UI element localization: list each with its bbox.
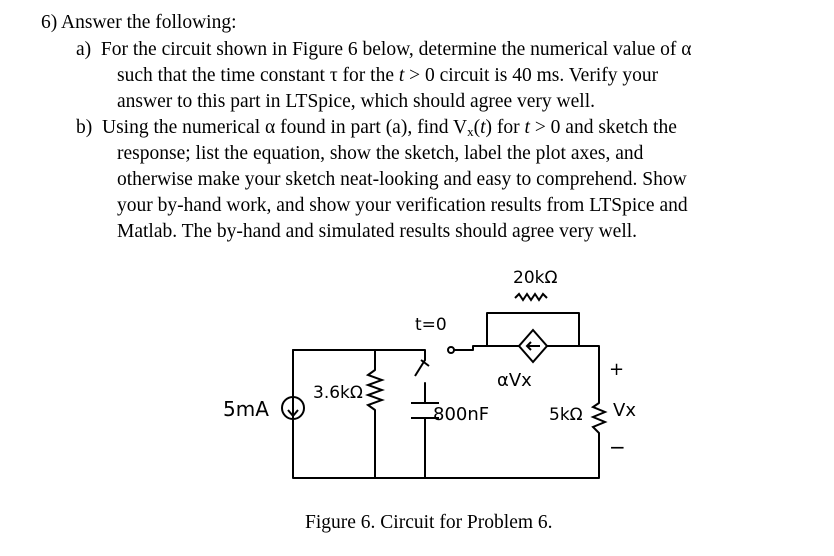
switch <box>414 346 455 377</box>
resistor-r1 <box>365 369 385 411</box>
part-a-line-2-post: > 0 circuit is 40 ms. Verify your <box>404 65 659 86</box>
wire-dep-top <box>486 312 580 347</box>
part-b-line-1-t1: t <box>480 117 486 138</box>
part-a-line-2-pre: such that the time constant τ for the <box>117 65 399 86</box>
part-b-line-3: otherwise make your sketch neat-looking … <box>117 169 687 190</box>
part-b-line-1: b) Using the numerical α found in part (… <box>76 118 677 138</box>
label-plus: + <box>609 359 624 380</box>
resistor-r-top <box>514 292 548 302</box>
current-source <box>281 396 305 420</box>
label-r1: 3.6kΩ <box>313 383 363 403</box>
part-a-line-1: a) For the circuit shown in Figure 6 bel… <box>76 40 691 60</box>
label-r-out: 5kΩ <box>549 405 583 425</box>
label-dep-source: αVx <box>497 370 532 391</box>
wire-switch-out <box>454 345 600 404</box>
part-b-line-1-post: > 0 and sketch the <box>529 117 677 138</box>
part-b-line-1-t2: t <box>524 117 530 138</box>
label-vx: Vx <box>613 400 636 421</box>
part-a-line-1-text: For the circuit shown in Figure 6 below,… <box>100 39 692 60</box>
part-a-label: a) <box>76 39 92 60</box>
part-b-line-1-mid: ) for <box>485 117 525 138</box>
part-b-line-4: your by-hand work, and show your verific… <box>117 195 688 216</box>
dependent-source <box>517 328 549 364</box>
part-b-line-1-sub: x <box>467 124 474 139</box>
part-b-line-2: response; list the equation, show the sk… <box>117 143 644 164</box>
part-a-line-2-t: t <box>398 65 405 86</box>
label-r-top: 20kΩ <box>513 268 557 288</box>
part-b-line-1-paren: ( <box>473 117 481 138</box>
part-b-line-5: Matlab. The by-hand and simulated result… <box>117 221 638 242</box>
resistor-r-out <box>590 402 608 434</box>
problem-heading: 6) Answer the following: <box>41 12 237 33</box>
capacitor <box>411 402 439 419</box>
figure-caption: Figure 6. Circuit for Problem 6. <box>305 512 553 533</box>
label-minus: − <box>609 435 626 459</box>
circuit-diagram: 5mA 3.6kΩ t=0 20kΩ αVx 800nF 5kΩ + Vx − <box>223 268 636 479</box>
part-a-line-3: answer to this part in LTSpice, which sh… <box>117 91 595 112</box>
label-current-source: 5mA <box>223 397 269 421</box>
part-b-line-1-pre: Using the numerical α found in part (a),… <box>102 117 468 138</box>
label-switch-time: t=0 <box>415 315 447 335</box>
label-capacitor: 800nF <box>433 404 489 425</box>
part-b-label: b) <box>76 117 93 138</box>
wire-switch-in <box>374 349 426 361</box>
part-a-line-2: such that the time constant τ for the t … <box>117 66 658 86</box>
